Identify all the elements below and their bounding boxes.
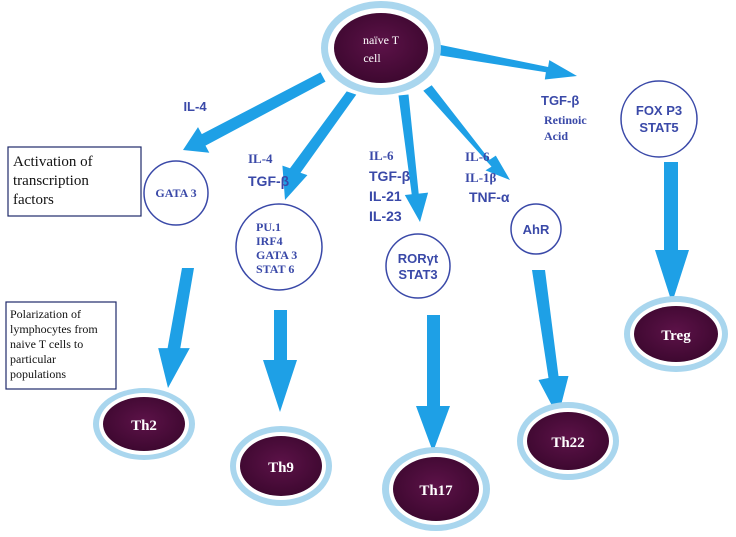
- arrow-gata3-to-th2: [158, 268, 194, 388]
- legend-polarization-line5: populations: [10, 367, 66, 381]
- legend-polarization-line4: particular: [10, 352, 56, 366]
- naive-t-cell: naïve T cell: [321, 1, 441, 95]
- effector-cell-th17: Th17: [382, 447, 490, 531]
- tf-th9-3: GATA 3: [256, 248, 297, 262]
- cytokine-th22-2: IL-1β: [465, 170, 497, 185]
- cytokine-treg-2: Retinoic: [544, 113, 587, 127]
- cytokines-th9: IL-4 TGF-β: [248, 151, 290, 189]
- tf-circle-treg: FOX P3 STAT5: [620, 80, 698, 158]
- arrow-naive-to-treg-cytokines: [435, 44, 577, 80]
- cytokines-th17: IL-6 TGF-β IL-21 IL-23: [369, 148, 411, 224]
- tf-th9-1: PU.1: [256, 220, 281, 234]
- legend-polarization-line1: Polarization of: [10, 307, 81, 321]
- cytokine-th9-1: IL-4: [248, 151, 273, 166]
- arrow-foxp3-to-treg: [655, 162, 689, 303]
- tf-th17-2: STAT3: [398, 267, 437, 282]
- effector-cell-treg: Treg: [624, 296, 728, 372]
- legend-polarization-line3: naive T cells to: [10, 337, 83, 351]
- cytokine-th9-2: TGF-β: [248, 173, 290, 189]
- legend-activation-line1: Activation of: [13, 154, 93, 170]
- legend-activation-line3: factors: [13, 192, 54, 208]
- cytokine-th22-1: IL-6: [465, 149, 490, 164]
- effector-cell-th22: Th22: [517, 402, 619, 480]
- cytokines-th22: IL-6 IL-1β TNF-α: [465, 149, 510, 205]
- effector-treg-label: Treg: [661, 328, 691, 344]
- tf-circle-th2: GATA 3: [143, 160, 209, 226]
- cytokine-th17-4: IL-23: [369, 208, 402, 224]
- effector-th9-label: Th9: [268, 460, 294, 476]
- tf-treg-2: STAT5: [639, 120, 678, 135]
- effector-th2-label: Th2: [131, 418, 157, 434]
- effector-th22-label: Th22: [551, 435, 584, 451]
- effector-cell-th9: Th9: [230, 426, 332, 506]
- legend-polarization-box: Polarization of lymphocytes from naive T…: [5, 301, 117, 390]
- tf-circle-th22: AhR: [510, 203, 562, 255]
- cytokine-th22-3: TNF-α: [469, 189, 510, 205]
- arrow-ahr-to-th22: [532, 270, 569, 417]
- tf-th9-4: STAT 6: [256, 262, 294, 276]
- naive-cell-label-line1: naïve T: [363, 33, 400, 47]
- effector-th17-label: Th17: [419, 483, 453, 499]
- tf-th9-2: IRF4: [256, 234, 283, 248]
- legend-polarization-line2: lymphocytes from: [10, 322, 98, 336]
- legend-activation-line2: transcription: [13, 173, 89, 189]
- cytokine-th17-1: IL-6: [369, 148, 394, 163]
- naive-cell-body: [334, 13, 428, 83]
- arrows-group: [158, 44, 689, 452]
- cytokine-th2: IL-4: [183, 99, 207, 114]
- tf-circle-th17: RORγt STAT3: [385, 233, 451, 299]
- cytokines-treg: TGF-β Retinoic Acid: [541, 93, 587, 143]
- tf-th22-1: AhR: [523, 222, 550, 237]
- tf-treg-1: FOX P3: [636, 103, 682, 118]
- tf-th17-1: RORγt: [398, 251, 439, 266]
- legend-activation-box: Activation of transcription factors: [7, 146, 142, 217]
- cytokine-treg-1: TGF-β: [541, 93, 579, 108]
- arrow-naive-to-gata3: [183, 72, 326, 153]
- arrow-th9-factors-to-th9: [263, 310, 297, 412]
- cytokine-th17-3: IL-21: [369, 188, 402, 204]
- tf-circle-th9: PU.1 IRF4 GATA 3 STAT 6: [235, 203, 323, 291]
- arrow-naive-to-th9-factors: [282, 91, 357, 200]
- arrow-naive-to-th17-factors: [398, 94, 429, 222]
- arrow-naive-to-ahr: [423, 85, 510, 180]
- naive-cell-label-line2: cell: [363, 51, 381, 65]
- effector-cell-th2: Th2: [93, 388, 195, 460]
- cytokine-th17-2: TGF-β: [369, 168, 411, 184]
- cytokine-treg-3: Acid: [544, 129, 568, 143]
- tf-th2-1: GATA 3: [155, 186, 196, 200]
- arrow-rorgt-to-th17: [416, 315, 450, 452]
